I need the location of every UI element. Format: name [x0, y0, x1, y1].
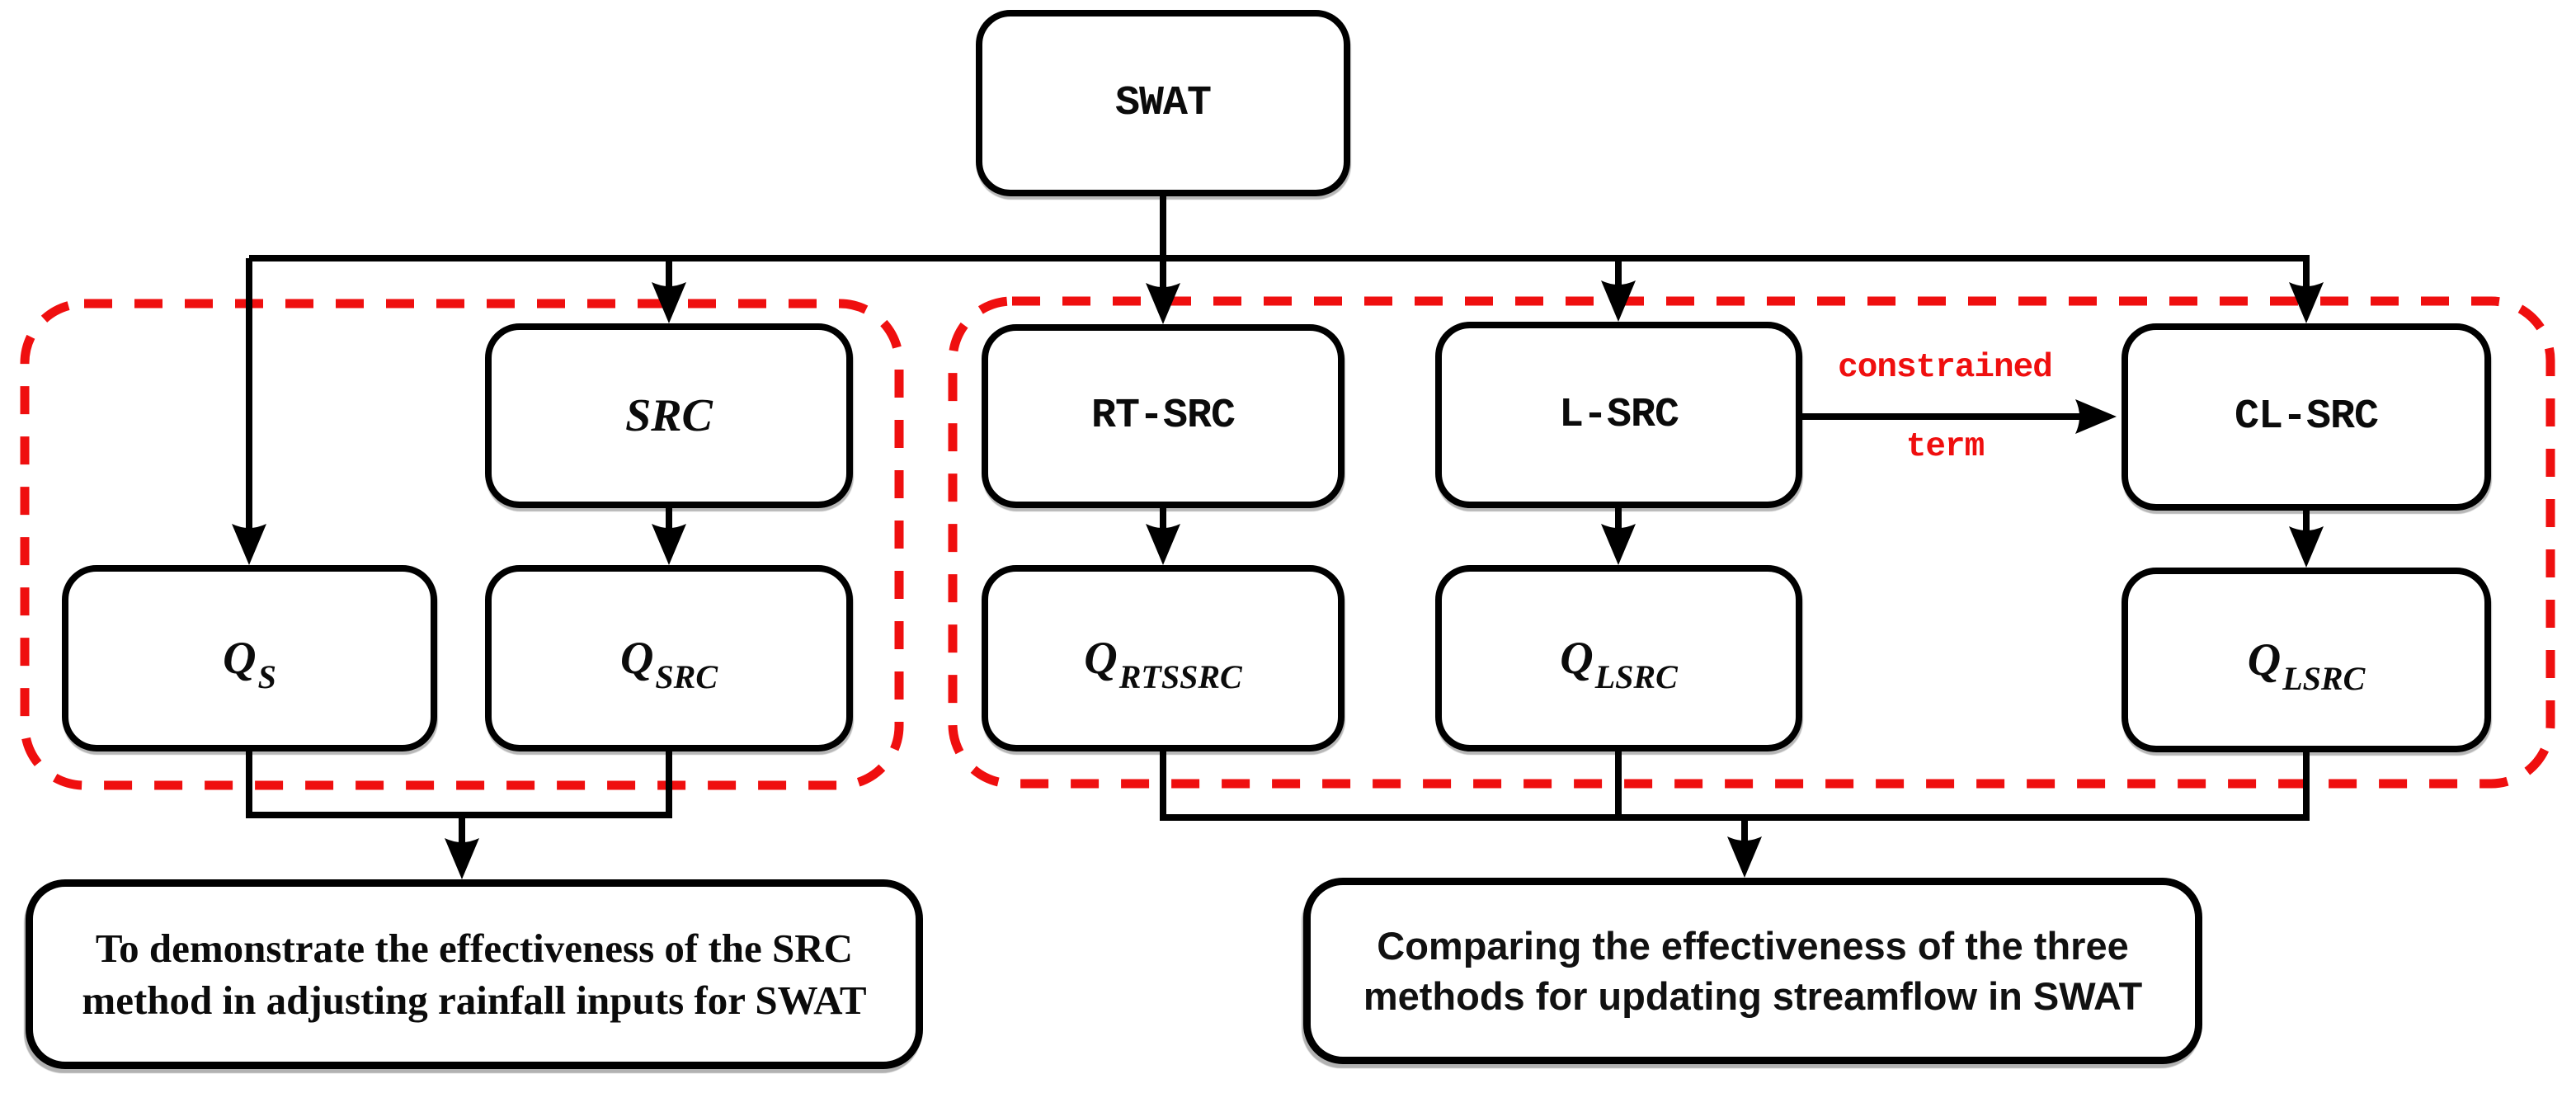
node-q-s: QS	[62, 565, 437, 751]
goal-left-line2: method in adjusting rainfall inputs for …	[82, 978, 867, 1023]
node-cl-src-label: CL-SRC	[2234, 393, 2379, 440]
edge-label-term: term	[1905, 428, 1985, 466]
goal-left-line1: To demonstrate the effectiveness of the …	[95, 926, 854, 971]
node-l-src: L-SRC	[1435, 322, 1802, 508]
node-q-rtssrc: QRTSSRC	[982, 565, 1345, 751]
node-q-rtssrc-label: QRTSSRC	[1084, 633, 1242, 695]
red-dashed-region-left	[20, 299, 904, 790]
top-connector-lines	[246, 196, 2310, 529]
goal-box-right: Comparing the effectiveness of the three…	[1303, 878, 2202, 1064]
node-swat: SWAT	[976, 10, 1350, 196]
red-dashed-region-right	[948, 296, 2555, 789]
node-swat-label: SWAT	[1114, 79, 1212, 127]
node-q-src: QSRC	[485, 565, 853, 751]
goal-right-line2: methods for updating streamflow in SWAT	[1363, 974, 2143, 1018]
goal-right-line1: Comparing the effectiveness of the three	[1377, 924, 2129, 968]
node-rt-src-label: RT-SRC	[1090, 393, 1236, 440]
node-src-label: SRC	[625, 390, 713, 441]
node-q-lsrc-right: QLSRC	[2122, 568, 2491, 752]
node-l-src-label: L-SRC	[1558, 391, 1679, 439]
goal-box-left: To demonstrate the effectiveness of the …	[26, 879, 923, 1069]
edge-label-constrained: constrained	[1838, 349, 2053, 387]
bottom-merge-lines	[246, 747, 2310, 843]
node-src: SRC	[485, 323, 853, 508]
node-q-src-label: QSRC	[619, 633, 718, 695]
node-cl-src: CL-SRC	[2122, 323, 2491, 511]
row-connector-lines	[666, 507, 2310, 531]
node-q-lsrc-right-label: QLSRC	[2247, 634, 2366, 697]
node-q-lsrc: QLSRC	[1435, 565, 1802, 751]
node-q-lsrc-label: QLSRC	[1560, 633, 1678, 695]
node-rt-src: RT-SRC	[982, 324, 1345, 508]
node-q-s-label: QS	[223, 633, 276, 695]
